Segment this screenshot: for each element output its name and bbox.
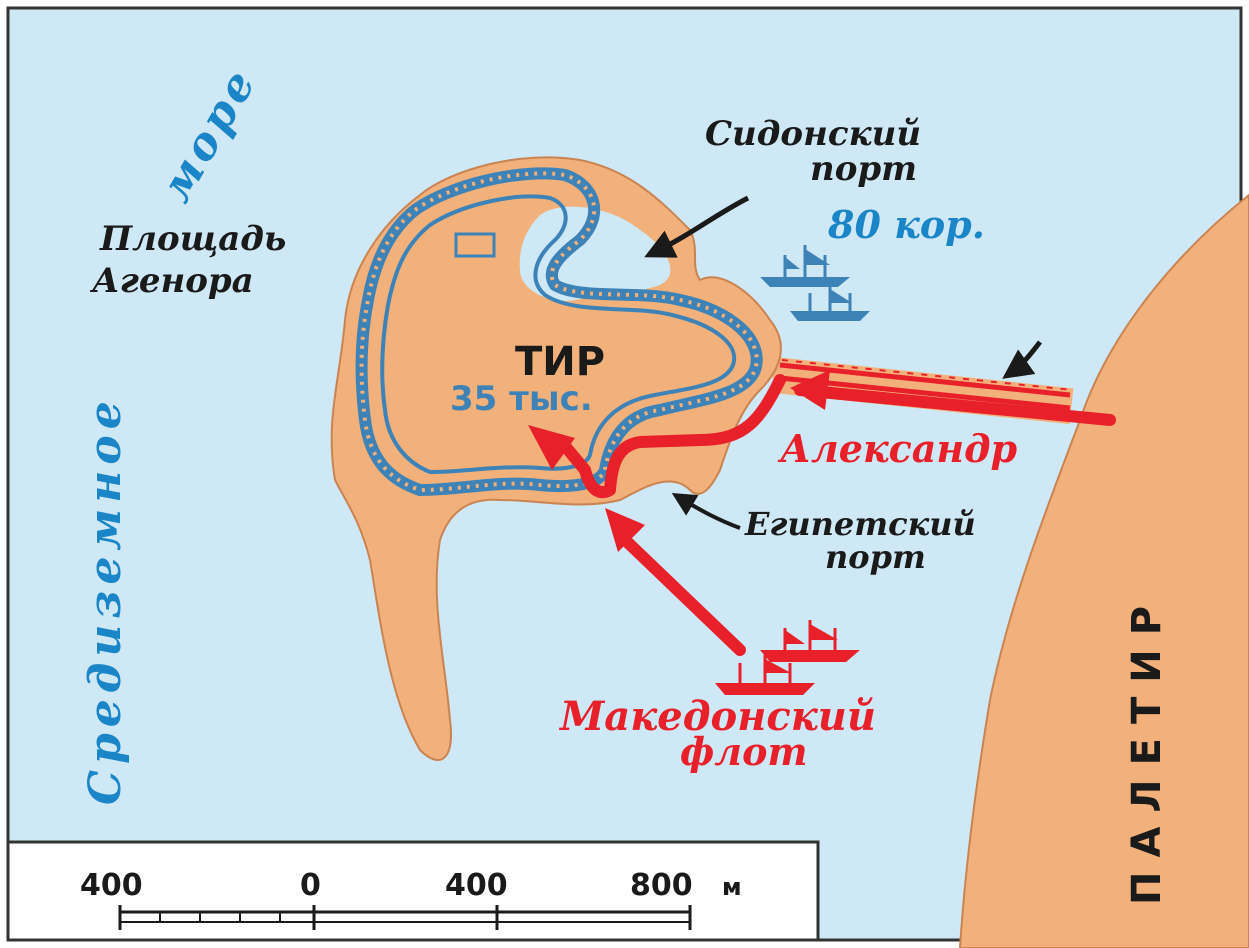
egypt-label-line1: Египетский <box>744 505 976 543</box>
scale-bar: 400 0 400 800 м <box>6 840 820 942</box>
arrow-icon <box>605 508 645 552</box>
population-label: 35 тыс. <box>450 379 593 419</box>
scale-tick-label: 0 <box>300 868 321 903</box>
arrow-icon <box>671 493 741 530</box>
fleet-label-line2: флот <box>680 729 808 774</box>
arrow-icon <box>790 370 830 410</box>
arrow-icon <box>1002 340 1042 379</box>
sidon-label-line1: Сидонский <box>705 114 921 154</box>
fleet-label-line1: Македонский <box>558 693 876 740</box>
sidon-label-line2: порт <box>810 149 917 189</box>
mainland-label: ПАЛЕТИР <box>1124 592 1170 905</box>
ship-icon <box>760 245 850 287</box>
agora-label-line1: Площадь <box>99 219 286 259</box>
ship-icon <box>760 620 860 662</box>
scale-unit-label: м <box>722 873 742 901</box>
scale-tick-label: 400 <box>445 868 508 903</box>
egypt-label-line2: порт <box>825 538 926 576</box>
city-label: ТИР <box>515 339 605 385</box>
ships-80-label: 80 кор. <box>827 202 985 247</box>
city-wall-inner <box>380 194 737 475</box>
mainland <box>958 193 1249 948</box>
macedonian-attack <box>554 374 1116 656</box>
sea-label-line1: Средиземное <box>80 395 131 805</box>
ship-icon <box>715 655 815 695</box>
agora-label-line2: Агенора <box>89 261 254 301</box>
arrow-icon <box>528 425 575 470</box>
arrow-icon <box>644 195 750 258</box>
ship-icon <box>790 285 870 321</box>
scale-tick-label: 400 <box>80 868 143 903</box>
agenor-square <box>454 232 496 258</box>
alexander-label: Александр <box>777 426 1018 471</box>
scale-tick-label: 800 <box>630 868 693 903</box>
